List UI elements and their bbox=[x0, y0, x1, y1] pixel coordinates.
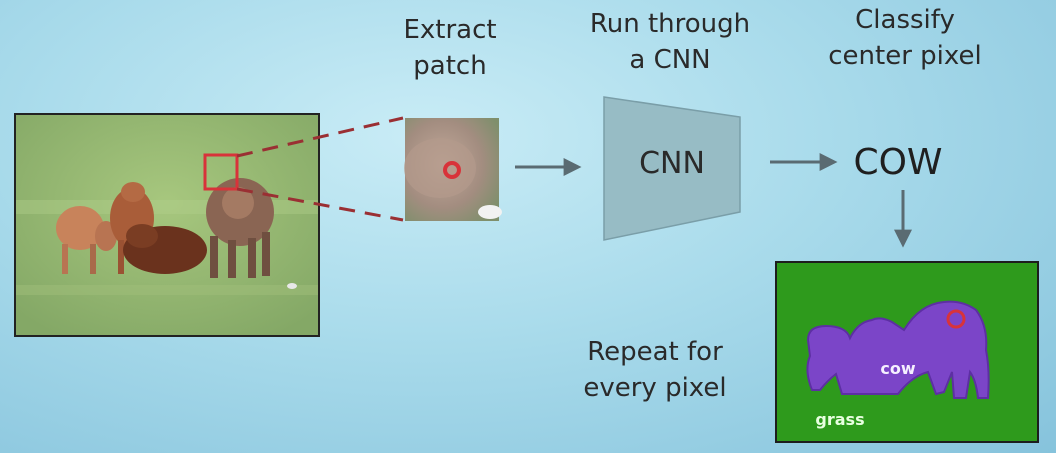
seg-center-pixel-marker bbox=[946, 309, 966, 329]
cnn-box bbox=[603, 96, 741, 241]
input-photo bbox=[14, 113, 320, 337]
step-extract-label: Extract patch bbox=[403, 15, 497, 81]
step-run-label: Run through a CNN bbox=[589, 9, 751, 75]
cow-class-label: cow bbox=[880, 359, 915, 378]
connector-bottom bbox=[236, 187, 404, 222]
cow-region bbox=[806, 300, 990, 399]
cnn-label: CNN bbox=[639, 146, 705, 181]
step-classify-label: Classify center pixel bbox=[828, 5, 982, 71]
repeat-label: Repeat for every pixel bbox=[583, 337, 727, 403]
center-pixel-marker bbox=[443, 161, 461, 179]
extracted-patch bbox=[404, 118, 502, 221]
grass-class-label: grass bbox=[815, 410, 864, 429]
cow-lying bbox=[123, 224, 207, 274]
cow-right bbox=[206, 178, 274, 278]
segmentation-map: cow grass bbox=[775, 261, 1039, 443]
connector-top bbox=[236, 116, 404, 158]
prediction-label: COW bbox=[853, 142, 942, 183]
patch-highlight-box bbox=[203, 153, 239, 191]
